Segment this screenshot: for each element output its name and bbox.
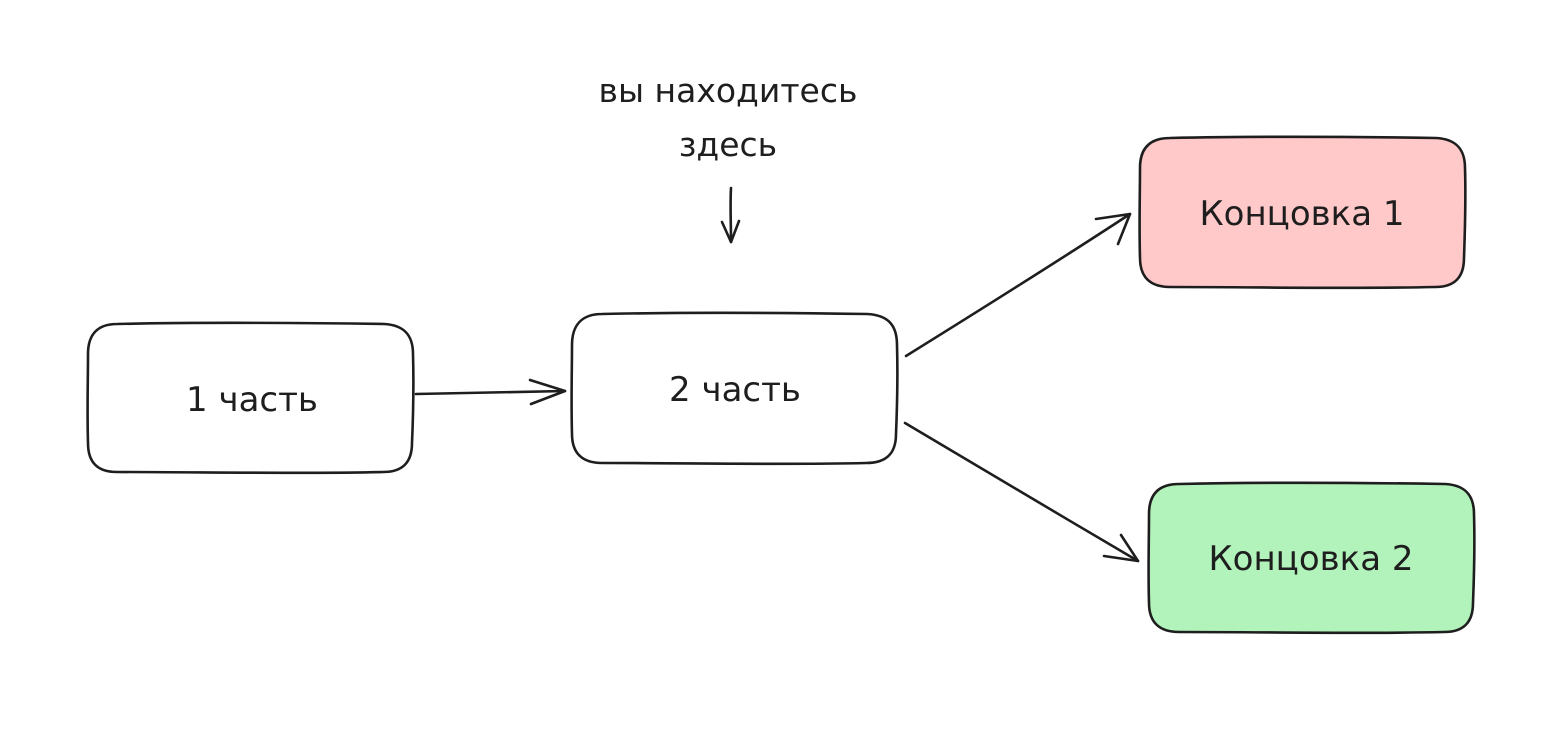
edge-part2-to-ending1 (904, 212, 1132, 358)
node-part-2-label: 2 часть (669, 370, 801, 410)
node-part-1-label: 1 часть (186, 380, 318, 420)
note-line-1: вы находитесь (599, 71, 858, 110)
edge-part1-to-part2 (414, 378, 567, 406)
node-ending-1-label: Концовка 1 (1200, 194, 1405, 234)
node-part-2-box (570, 311, 899, 466)
node-ending-2[interactable]: Концовка 2 (1147, 481, 1476, 635)
you-are-here-note: вы находитесь здесь (599, 71, 858, 164)
node-part-1[interactable]: 1 часть (86, 321, 415, 475)
you-are-here-arrow (720, 186, 741, 244)
edge-part2-to-ending2 (903, 421, 1140, 563)
node-part-1-box (86, 321, 415, 475)
node-ending-1-box (1138, 135, 1467, 290)
node-part-2[interactable]: 2 часть (570, 311, 899, 466)
note-line-2: здесь (679, 125, 777, 164)
node-ending-2-box (1147, 481, 1476, 635)
node-ending-1[interactable]: Концовка 1 (1138, 135, 1467, 290)
node-ending-2-label: Концовка 2 (1209, 539, 1414, 579)
